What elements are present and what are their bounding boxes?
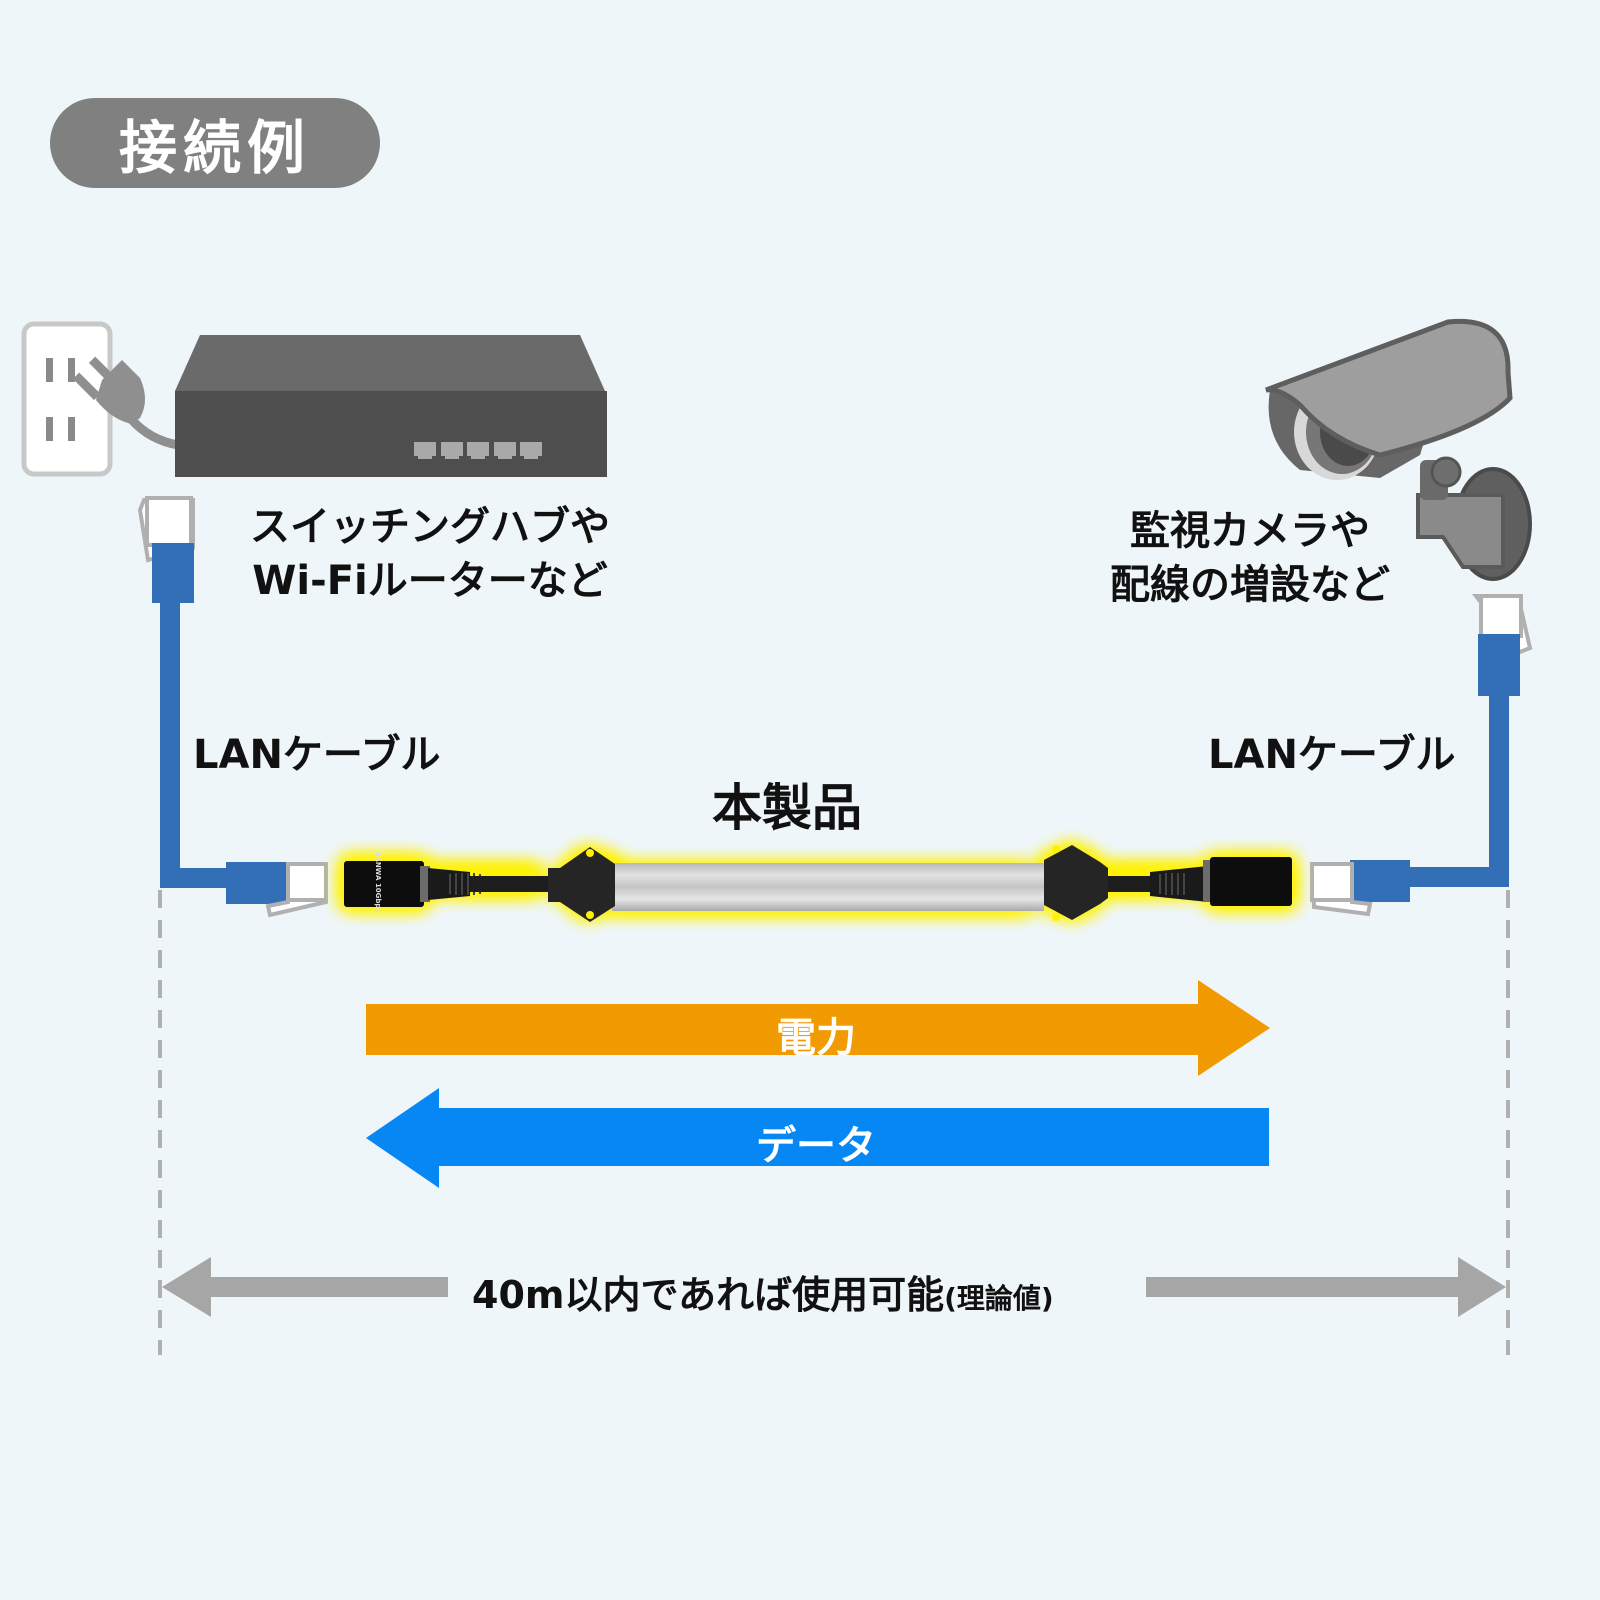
wall-outlet-icon bbox=[21, 321, 113, 477]
power-arrow bbox=[366, 980, 1270, 1076]
device-label-left-line1: スイッチングハブや bbox=[250, 504, 610, 550]
lan-cable-right-label: LANケーブル bbox=[1208, 732, 1456, 778]
range-note: (理論値) bbox=[944, 1282, 1054, 1315]
switch-ports bbox=[414, 442, 542, 459]
lan-cable-left bbox=[137, 496, 328, 918]
range-arrow-right bbox=[1146, 1257, 1506, 1317]
connector-print: SANWA 10Gbps bbox=[374, 851, 382, 913]
data-arrow bbox=[366, 1088, 1269, 1188]
device-label-right-line1: 監視カメラや bbox=[1130, 508, 1370, 554]
connector-right bbox=[1210, 857, 1292, 906]
security-camera-icon bbox=[1265, 318, 1532, 581]
section-title: 接続例 bbox=[118, 114, 311, 182]
product-label: 本製品 bbox=[712, 779, 862, 837]
device-label-left-line2: Wi-Fiルーターなど bbox=[252, 558, 608, 604]
lan-cable-right bbox=[1309, 594, 1533, 917]
device-label-left: スイッチングハブや Wi-Fiルーターなど bbox=[220, 500, 640, 608]
device-label-right-line2: 配線の増設など bbox=[1110, 562, 1390, 608]
range-label: 40m以内であれば使用可能(理論値) bbox=[472, 1264, 1054, 1319]
data-flow-label: データ bbox=[756, 1123, 876, 1169]
range-text: 40m以内であれば使用可能 bbox=[472, 1273, 945, 1317]
device-label-right: 監視カメラや 配線の増設など bbox=[1060, 504, 1440, 612]
junction-left bbox=[548, 847, 615, 922]
connector-left bbox=[344, 861, 424, 907]
section-title-badge: 接続例 bbox=[50, 98, 380, 188]
lan-cable-left-label: LANケーブル bbox=[193, 732, 441, 778]
junction-right bbox=[1044, 845, 1108, 920]
power-flow-label: 電力 bbox=[776, 1015, 856, 1061]
power-plug-icon bbox=[72, 356, 179, 450]
network-switch-icon bbox=[175, 335, 607, 477]
range-arrow-left bbox=[162, 1257, 448, 1317]
flat-cable bbox=[612, 863, 1044, 911]
product-poe-extender bbox=[342, 845, 1294, 922]
